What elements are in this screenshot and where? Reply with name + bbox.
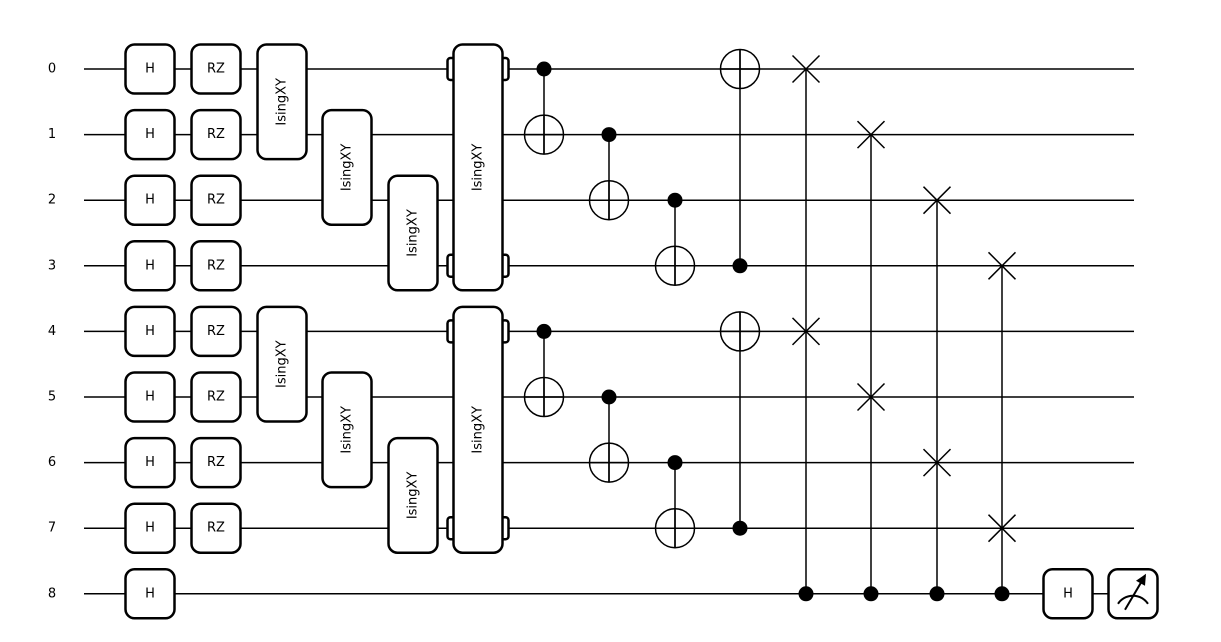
hadamard-1-gate (124, 108, 176, 161)
rz-7-label: RZ (207, 521, 225, 536)
isingxy-4-7-label: IsingXY (471, 406, 486, 454)
isingxy-1-2-gate (321, 108, 373, 226)
isingxy-6-7-label: IsingXY (406, 472, 421, 520)
rz-1-label: RZ (207, 127, 225, 142)
hadamard-8-label: H (145, 586, 155, 601)
isingxy-0-1-label: IsingXY (275, 78, 290, 126)
isingxy-5-6-label: IsingXY (340, 406, 355, 454)
cswap-3-7-control-dot (994, 586, 1010, 602)
cnot-6-7-control-dot (667, 455, 683, 471)
wire-label-2: 2 (48, 193, 56, 208)
hadamard-3-gate (124, 240, 176, 292)
hadamard-7-gate (124, 502, 176, 554)
wire-label-8: 8 (48, 586, 56, 601)
rz-2-gate (190, 174, 242, 226)
isingxy-4-5-label: IsingXY (275, 340, 290, 388)
wire-label-6: 6 (48, 455, 56, 470)
hadamard-0-gate (124, 43, 176, 95)
measurement-gate (1107, 568, 1159, 620)
cswap-2-6-swap-x2-2 (922, 186, 952, 215)
rz-1-gate (190, 108, 242, 161)
isingxy-1-2-label: IsingXY (340, 144, 355, 192)
cnot-4-5-control-dot (536, 323, 552, 339)
isingxy-5-6-gate (321, 371, 373, 489)
wire-label-5: 5 (48, 390, 56, 405)
wire-label-4: 4 (48, 324, 56, 339)
isingxy-0-1-gate (256, 43, 308, 161)
hadamard-6-gate (124, 436, 176, 489)
hadamard-5-gate (124, 371, 176, 423)
rz-5-label: RZ (207, 390, 225, 405)
wire-label-7: 7 (48, 521, 56, 536)
hadamard-2-label: H (145, 193, 155, 208)
cswap-3-7-swap-x2-3 (987, 251, 1017, 280)
rz-0-gate (190, 43, 242, 95)
cnot-3-0-control-dot (732, 258, 748, 274)
wire-label-1: 1 (48, 127, 56, 142)
wire-label-3: 3 (48, 258, 56, 273)
cnot-7-4-control-dot (732, 520, 748, 536)
cswap-1-5-swap-x2-1 (856, 120, 886, 149)
isingxy-6-7-gate (387, 436, 439, 554)
cswap-0-4-control-dot (798, 586, 814, 602)
cnot-5-6-control-dot (601, 389, 617, 405)
rz-6-gate (190, 436, 242, 489)
rz-3-label: RZ (207, 258, 225, 273)
hadamard-8-gate (124, 568, 176, 620)
hadamard-6-label: H (145, 455, 155, 470)
rz-2-label: RZ (207, 193, 225, 208)
isingxy-2-3-label: IsingXY (406, 209, 421, 257)
cswap-2-6-swap-x2-6 (922, 448, 952, 477)
isingxy-0-3-gate (452, 43, 504, 292)
cswap-1-5-swap-x2-5 (856, 382, 886, 412)
rz-6-label: RZ (207, 455, 225, 470)
cnot-1-2-control-dot (601, 127, 617, 143)
isingxy-4-7-gate (452, 305, 504, 554)
isingxy-0-3-label: IsingXY (471, 144, 486, 192)
hadamard-0-label: H (145, 62, 155, 77)
rz-4-gate (190, 305, 242, 358)
final-hadamard-gate (1042, 568, 1094, 620)
cswap-0-4-swap-x2-0 (791, 54, 821, 84)
wire-label-0: 0 (48, 62, 56, 77)
isingxy-4-5-gate (256, 305, 308, 423)
isingxy-2-3-gate (387, 174, 439, 292)
hadamard-4-gate (124, 305, 176, 358)
rz-4-label: RZ (207, 324, 225, 339)
hadamard-2-gate (124, 174, 176, 226)
cswap-1-5-control-dot (863, 586, 879, 602)
hadamard-1-label: H (145, 127, 155, 142)
hadamard-3-label: H (145, 258, 155, 273)
meter-arrow-icon (1136, 573, 1146, 586)
rz-5-gate (190, 371, 242, 423)
cswap-2-6-control-dot (929, 586, 945, 602)
cnot-2-3-control-dot (667, 192, 683, 208)
hadamard-4-label: H (145, 324, 155, 339)
hadamard-7-label: H (145, 521, 155, 536)
rz-0-label: RZ (207, 62, 225, 77)
cnot-0-1-control-dot (536, 61, 552, 77)
cswap-0-4-swap-x2-4 (791, 317, 821, 346)
hadamard-5-label: H (145, 390, 155, 405)
cswap-3-7-swap-x2-7 (987, 514, 1017, 543)
final-hadamard-label: H (1063, 586, 1073, 601)
rz-3-gate (190, 240, 242, 292)
rz-7-gate (190, 502, 242, 554)
